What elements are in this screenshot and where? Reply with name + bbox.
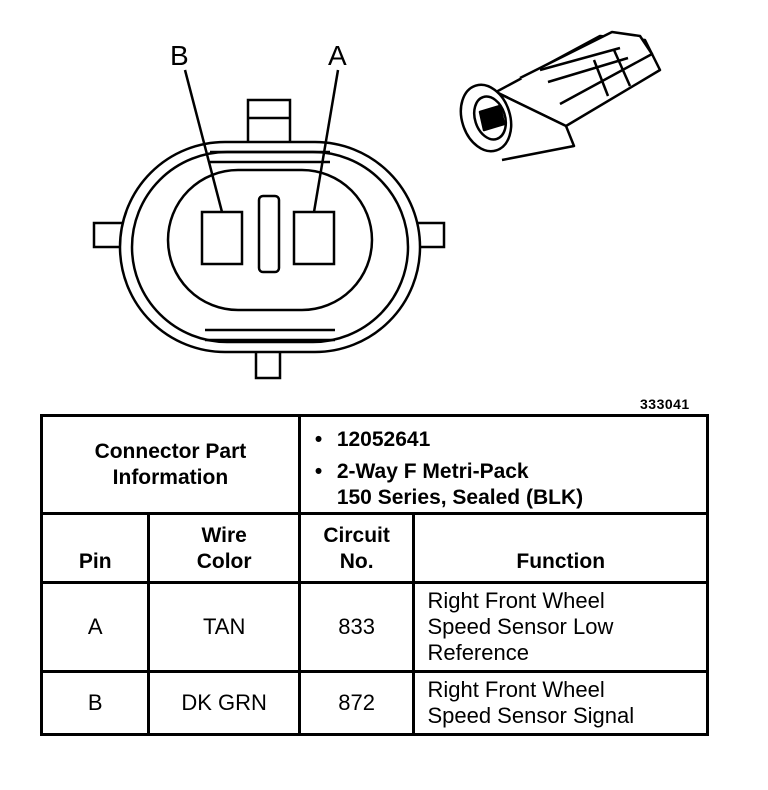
pin-label-b: B: [170, 40, 189, 71]
connector-description-item: • 2-Way F Metri-Pack 150 Series, Sealed …: [315, 459, 696, 511]
connector-info-details: • 12052641 • 2-Way F Metri-Pack 150 Seri…: [297, 414, 710, 515]
connector-description-line1: 2-Way F Metri-Pack: [336, 460, 529, 483]
pin-label-a: A: [328, 40, 347, 71]
terminal-a: [292, 210, 336, 266]
inner-cavity: [166, 168, 374, 312]
header-function: Function: [412, 512, 709, 584]
top-latch: [246, 98, 292, 148]
header-circuit-no: Circuit No.: [297, 512, 416, 584]
bullet-icon: •: [314, 428, 323, 451]
terminal-b: [200, 210, 244, 266]
table-header-row: Pin Wire Color Circuit No. Function: [39, 512, 709, 584]
connector-table: Connector Part Information • 12052641 • …: [39, 414, 710, 736]
circuit-cell: 833: [297, 581, 416, 673]
header-wire-color: Wire Color: [147, 512, 301, 584]
table-row: B DK GRN 872 Right Front Wheel Speed Sen…: [39, 670, 709, 736]
wire-color-cell: TAN: [147, 581, 301, 673]
bottom-tab: [254, 348, 282, 380]
pin-cell: B: [39, 670, 151, 736]
figure-reference-number: 333041: [640, 396, 690, 412]
connector-description-line2: 150 Series, Sealed (BLK): [336, 486, 584, 509]
pin-cell: A: [39, 581, 151, 673]
header-pin: Pin: [39, 512, 151, 584]
table-row: A TAN 833 Right Front Wheel Speed Sensor…: [39, 581, 709, 673]
connector-3d-sketch: [459, 30, 662, 162]
center-key: [257, 194, 281, 274]
function-cell: Right Front Wheel Speed Sensor Signal: [412, 670, 709, 736]
part-number: 12052641: [336, 428, 431, 451]
wire-color-cell: DK GRN: [147, 670, 301, 736]
bullet-icon: •: [314, 460, 323, 483]
connector-info-label: Connector Part Information: [40, 414, 301, 515]
circuit-cell: 872: [297, 670, 416, 736]
leader-b: [183, 69, 224, 213]
connector-face-drawing: [92, 30, 662, 380]
connector-info-row: Connector Part Information • 12052641 • …: [40, 414, 710, 515]
leader-a: [312, 69, 340, 213]
function-cell: Right Front Wheel Speed Sensor Low Refer…: [412, 581, 709, 673]
part-number-item: • 12052641: [315, 427, 696, 453]
